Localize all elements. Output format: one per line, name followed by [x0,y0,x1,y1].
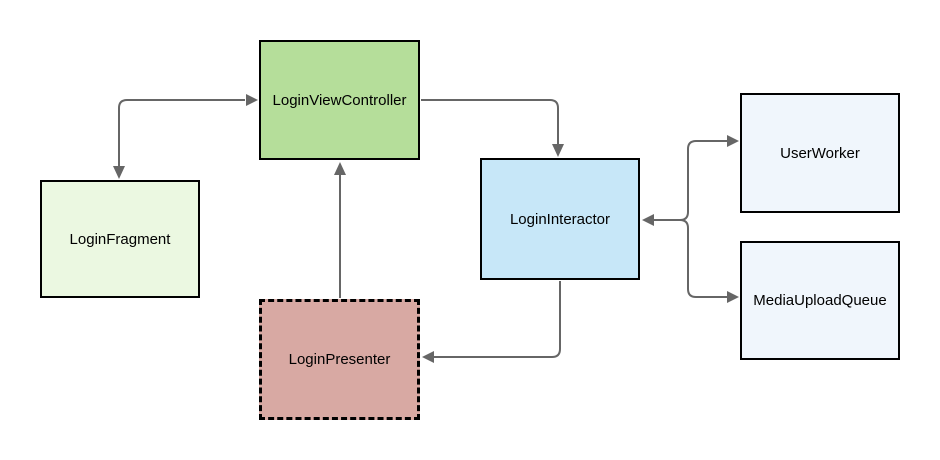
node-login-fragment-label: LoginFragment [69,230,171,248]
edge-fragment-viewcontroller-line [118,99,245,167]
node-user-worker: UserWorker [740,93,900,213]
node-user-worker-label: UserWorker [780,144,860,162]
node-media-upload-queue-label: MediaUploadQueue [753,292,887,309]
arrowhead-into-fragment-icon [113,166,125,179]
node-login-interactor-label: LoginInteractor [509,210,611,228]
arrowhead-into-viewcontroller-bottom-icon [334,162,346,175]
edge-interactor-mediauploadqueue-line [654,219,727,298]
edge-interactor-presenter [422,281,561,363]
node-login-presenter-label: LoginPresenter [288,351,391,368]
edge-interactor-userworker-line [654,140,727,221]
node-login-fragment: LoginFragment [40,180,200,298]
arrowhead-into-interactor-right-icon [642,214,654,226]
edge-fragment-viewcontroller [113,94,258,179]
node-media-upload-queue: MediaUploadQueue [740,241,900,360]
arrowhead-into-interactor-top-icon [552,144,564,157]
node-login-interactor: LoginInteractor [480,158,640,280]
arrowhead-into-userworker-icon [727,135,739,147]
arrowhead-into-mediauploadqueue-icon [727,291,739,303]
edge-interactor-presenter-line [434,281,561,358]
arrowhead-into-presenter-right-icon [422,351,434,363]
node-login-view-controller: LoginViewController [259,40,420,160]
node-login-view-controller-label: LoginViewController [272,91,407,109]
edge-viewcontroller-interactor-line [421,99,559,145]
edge-viewcontroller-interactor [421,99,564,157]
node-login-presenter: LoginPresenter [259,299,420,420]
edge-interactor-mediauploadqueue [654,219,739,303]
edge-presenter-viewcontroller [334,162,346,298]
edge-interactor-userworker [642,135,739,226]
arrowhead-into-viewcontroller-left-icon [246,94,258,106]
